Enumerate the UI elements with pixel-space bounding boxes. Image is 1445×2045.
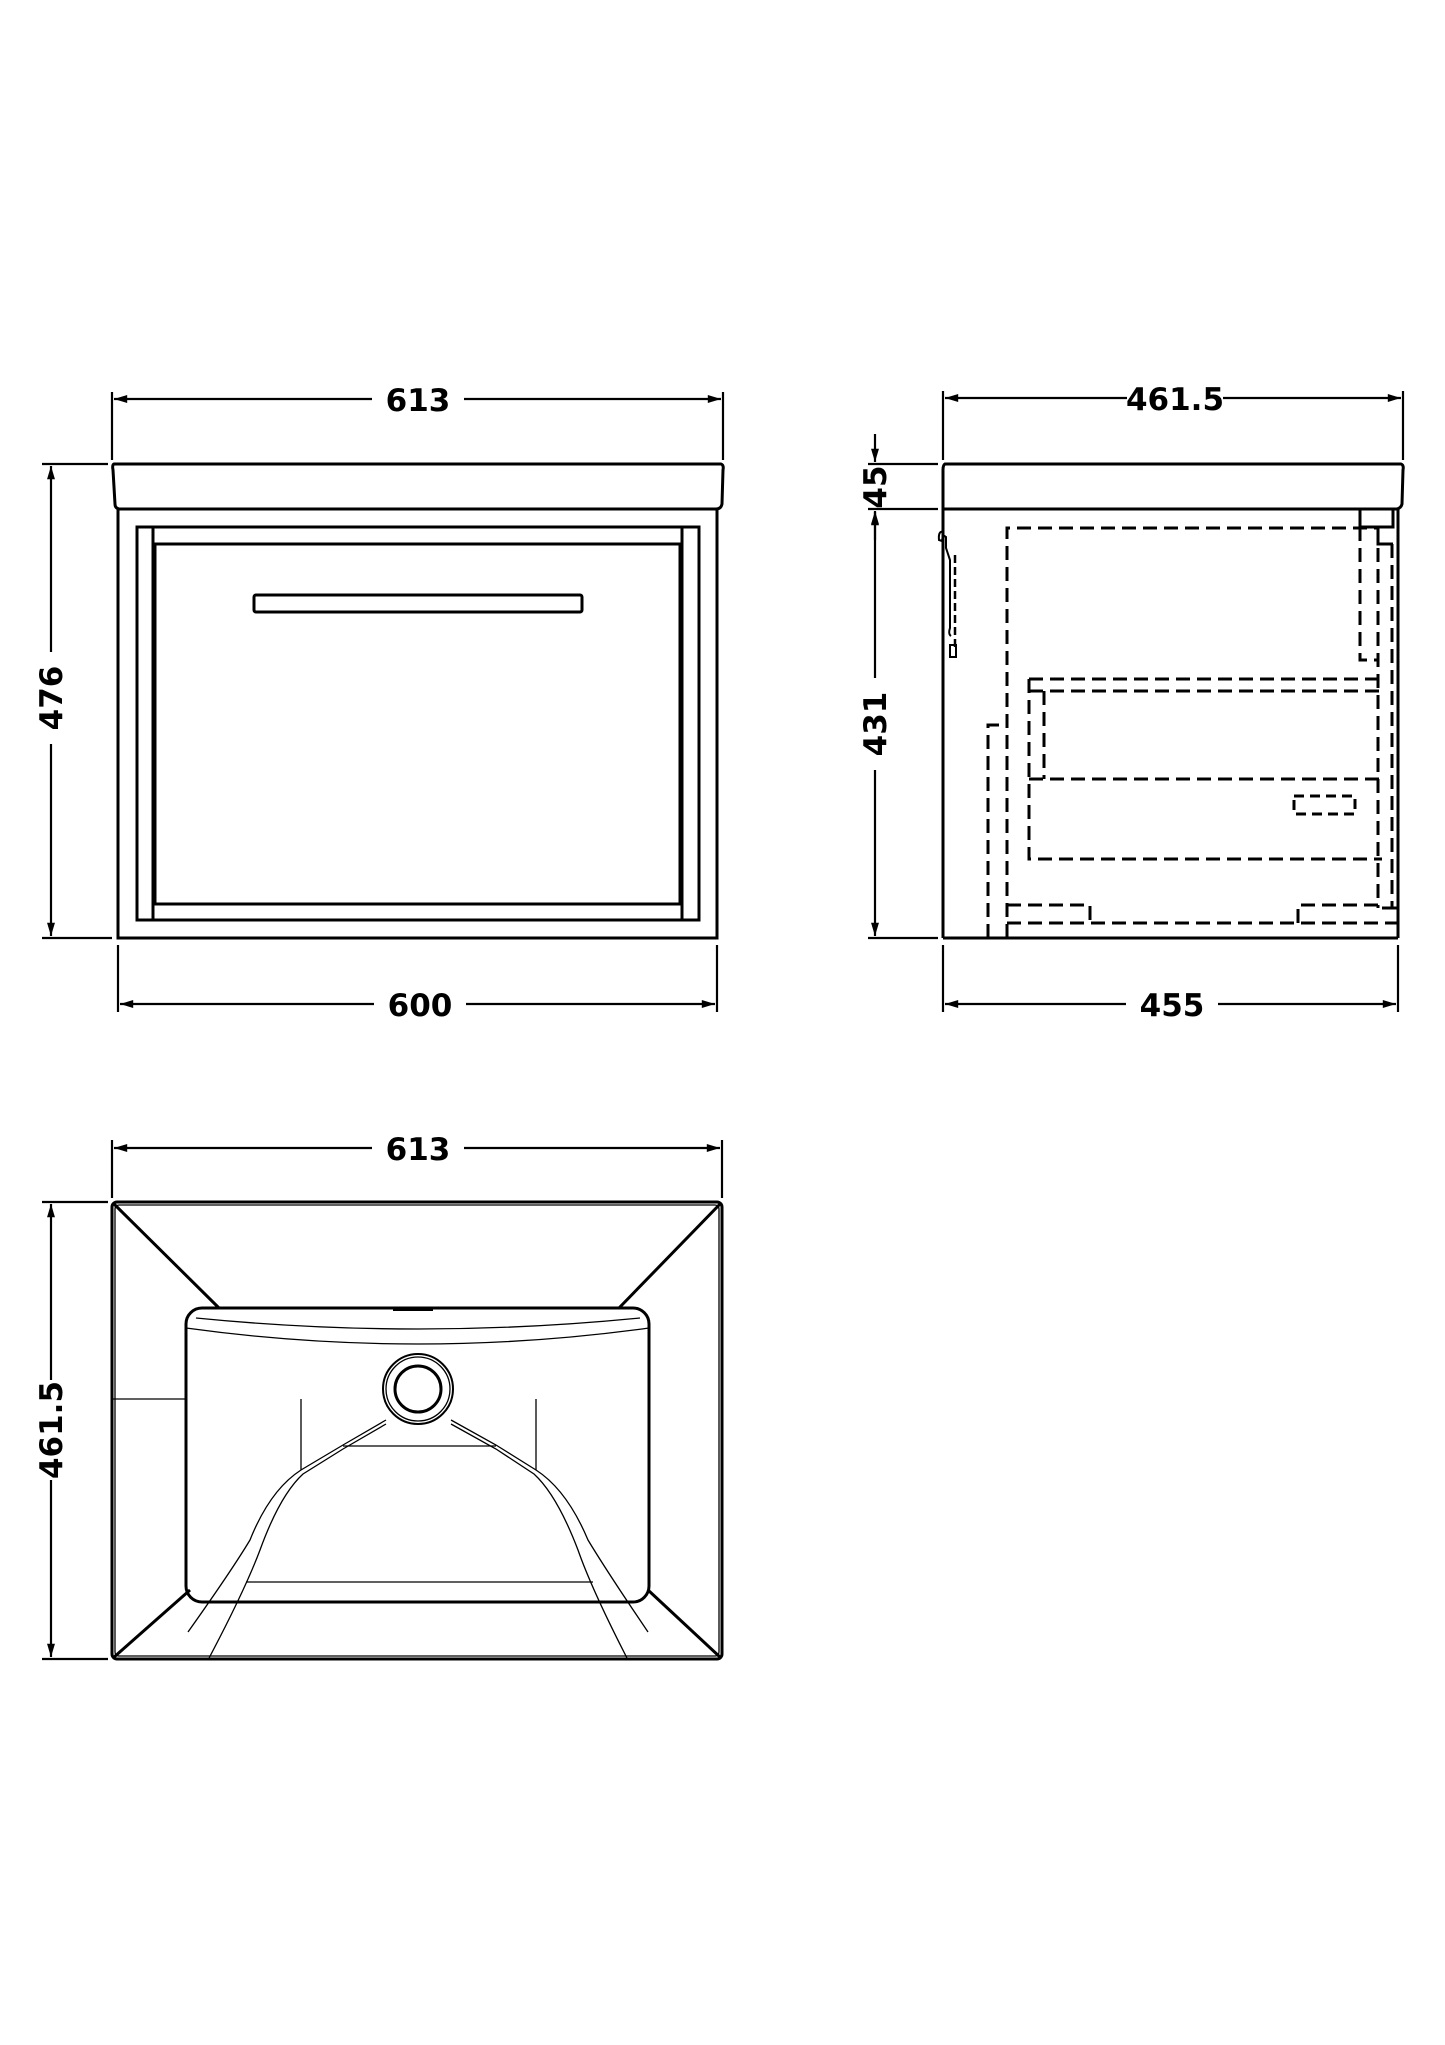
dimension-cabinet-width-600: 600 — [116, 945, 719, 1024]
side-elevation: 461.5 45 431 — [857, 379, 1405, 1024]
basin-top-side — [941, 462, 1405, 511]
plan-view: 613 461.5 — [32, 1129, 724, 1661]
dimension-label: 461.5 — [34, 1381, 70, 1479]
dimension-label: 455 — [1140, 988, 1205, 1024]
cabinet-frame-outer — [116, 507, 719, 940]
overflow-slot — [393, 1307, 433, 1311]
dimension-label: 476 — [34, 666, 70, 731]
basin-slope-lines — [111, 1201, 723, 1660]
dimension-cabinet-depth-455: 455 — [941, 945, 1400, 1024]
basin-bowl — [184, 1306, 651, 1604]
dimension-label: 600 — [388, 988, 453, 1024]
drawer-surround — [151, 525, 684, 922]
drawer-handle — [252, 593, 584, 614]
dimension-plan-depth-461-5: 461.5 — [32, 1200, 108, 1661]
bowl-contours — [113, 1317, 650, 1661]
hidden-carcass-outline — [1005, 526, 1378, 938]
dimension-side-depth-461-5: 461.5 — [941, 379, 1405, 460]
dimension-label: 461.5 — [1126, 382, 1224, 418]
drawer-front — [153, 542, 682, 906]
dimension-plan-width-613: 613 — [110, 1129, 724, 1198]
dimension-front-width-613: 613 — [110, 380, 725, 460]
dimension-label: 45 — [858, 465, 894, 508]
dimension-basin-thickness-45: 45 — [858, 434, 938, 540]
dimension-label: 431 — [858, 692, 894, 757]
dimension-label: 613 — [386, 383, 451, 419]
hidden-drawer-handle — [1292, 794, 1357, 816]
dimension-label: 613 — [386, 1132, 451, 1168]
hidden-drawer-runners — [1007, 903, 1398, 925]
dimension-front-height-476: 476 — [32, 462, 112, 940]
basin-outer-rim — [110, 1200, 724, 1661]
front-elevation: 613 476 600 — [32, 380, 725, 1024]
rear-fixing-block — [1358, 509, 1395, 529]
waste-outlet — [382, 1353, 454, 1425]
wall-bracket — [937, 530, 957, 658]
dimension-cabinet-height-431: 431 — [857, 512, 938, 940]
basin-top-front — [111, 462, 725, 511]
cabinet-frame-inner — [135, 525, 701, 922]
rear-fixing-block-lower — [1376, 527, 1393, 546]
hidden-drawer-box — [1027, 677, 1382, 861]
